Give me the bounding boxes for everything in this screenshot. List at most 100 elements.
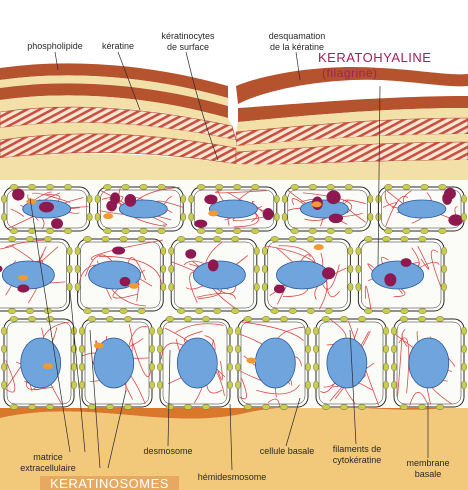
desmosome [139, 184, 148, 190]
desmosome [79, 380, 85, 390]
desmosome [25, 308, 35, 314]
desmosome [339, 404, 349, 410]
nucleus [397, 199, 447, 219]
desmosome [313, 326, 319, 336]
desmosome [71, 380, 77, 390]
filament [347, 320, 380, 406]
desmosome [149, 362, 155, 372]
desmosome [384, 228, 393, 234]
desmosome [270, 308, 280, 314]
desmosome [250, 184, 260, 190]
desmosome [9, 404, 19, 410]
layer-top-left [0, 63, 228, 98]
desmosome [79, 326, 85, 336]
desmosome [402, 184, 411, 190]
desmosome [243, 316, 253, 322]
keratinosome [313, 244, 324, 251]
desmosome [355, 264, 362, 274]
filament [278, 245, 316, 263]
desmosome [347, 264, 354, 274]
desmosome [1, 362, 7, 372]
desmosome [461, 380, 467, 390]
granule [38, 201, 55, 213]
desmosome [227, 326, 233, 336]
desmosome [43, 236, 53, 242]
desmosome [435, 404, 445, 410]
cell-inner-outline [84, 321, 150, 405]
desmosome [281, 194, 288, 204]
desmosome [435, 316, 445, 322]
desmosome [367, 212, 374, 222]
desmosome [382, 236, 391, 242]
filament [217, 361, 223, 381]
filament [175, 323, 224, 333]
desmosome [235, 344, 241, 354]
keratinosome [93, 342, 104, 349]
desmosome [461, 362, 467, 372]
desmosome [288, 236, 298, 242]
desmosome [383, 380, 389, 390]
desmosome [160, 282, 167, 292]
cream-gap-3-right [236, 134, 468, 152]
desmosome [180, 212, 187, 222]
desmosome [391, 380, 397, 390]
desmosome [212, 236, 222, 242]
layer-top-right-desquamation [236, 66, 468, 104]
nucleus [176, 337, 218, 389]
label-desmosome: desmosome [143, 446, 193, 456]
desmosome [74, 282, 81, 292]
granule [326, 190, 341, 205]
desmosome [420, 228, 429, 234]
desmosome [86, 194, 93, 204]
filament [10, 208, 25, 217]
desmosome [400, 236, 409, 242]
desmosome [230, 308, 240, 314]
desmosome [194, 308, 204, 314]
desmosome [94, 212, 101, 222]
desmosome [1, 212, 7, 222]
filament [291, 198, 305, 205]
cell-inner-outline [361, 241, 442, 309]
cell-nuclei [1, 199, 450, 389]
desmosome [121, 184, 130, 190]
nucleus [276, 260, 329, 290]
cell-inner-outline [318, 321, 384, 405]
keratinosome [246, 357, 257, 364]
desmosome [305, 344, 311, 354]
desmosome [326, 228, 336, 234]
granule [112, 246, 126, 255]
keratinosome [18, 274, 29, 281]
desmosome [160, 246, 167, 256]
desmosome [384, 184, 393, 190]
desmosome [253, 246, 260, 256]
desmosome [79, 362, 85, 372]
desmosomes [1, 184, 467, 410]
desmosome [355, 246, 362, 256]
nucleus [93, 337, 135, 389]
desmosome [461, 326, 467, 336]
desmosome [86, 212, 93, 222]
desmosome [165, 404, 175, 410]
desmosome [157, 184, 166, 190]
desmosome [137, 236, 146, 242]
desmosome [324, 236, 334, 242]
cell-inner-outline [193, 189, 275, 229]
desmosome [71, 362, 77, 372]
desmosome [1, 344, 7, 354]
desmosome [235, 326, 241, 336]
layer-second-right [238, 96, 468, 122]
label-keratinosomes: KERATINOSOMES [40, 476, 179, 490]
desmosome [438, 228, 447, 234]
cell-inner-outline [80, 241, 161, 309]
desmosome [168, 246, 175, 256]
granule [400, 258, 412, 267]
cell-inner-outline [173, 241, 255, 309]
desmosome [183, 404, 193, 410]
filament [4, 360, 16, 393]
desmosome [308, 184, 318, 190]
desmosome [382, 308, 391, 314]
desmosome [83, 308, 92, 314]
granule [194, 219, 208, 228]
desmosome [157, 380, 163, 390]
